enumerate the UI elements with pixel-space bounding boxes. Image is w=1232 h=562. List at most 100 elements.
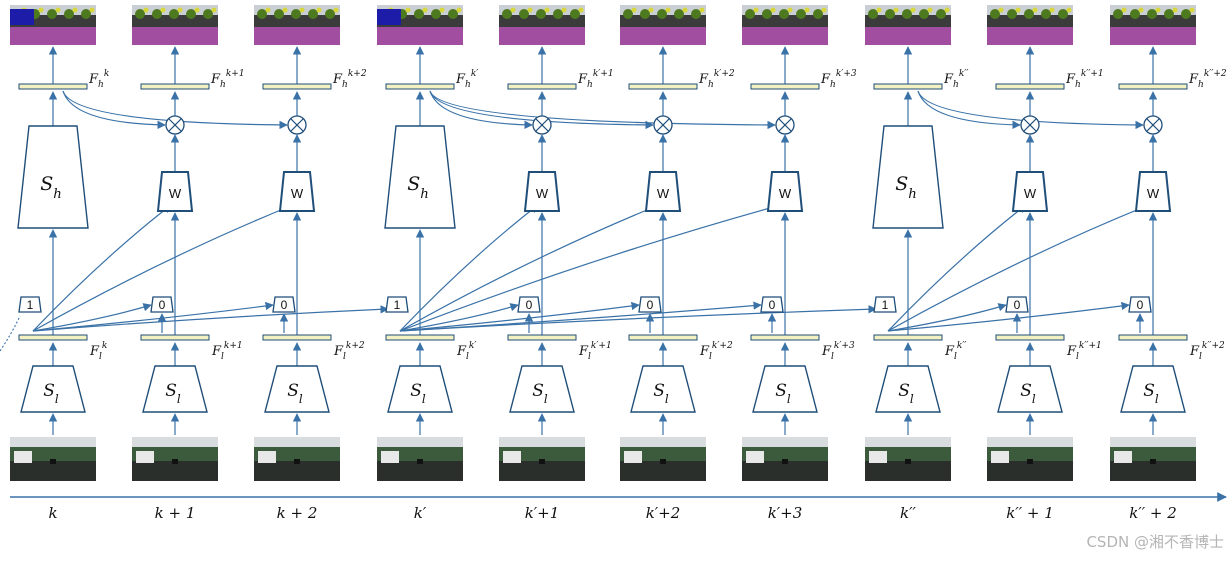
seg-sign <box>893 7 899 13</box>
keyframe-propagation-arrow <box>399 305 877 332</box>
keyframe-flag-box <box>873 296 897 313</box>
seg-tree <box>308 9 318 19</box>
high-net-label: Sh <box>40 173 62 202</box>
cam-car <box>905 459 911 464</box>
keyframe-flag-box <box>517 296 541 313</box>
segmentation-output-9 <box>1110 5 1196 45</box>
low-net-box <box>875 365 941 413</box>
time-label: k′′ <box>900 504 916 522</box>
low-net-label: Sl <box>775 381 791 406</box>
keyframe-flag-label: 0 <box>526 298 533 312</box>
seg-sign <box>876 7 882 13</box>
camera-frame-8 <box>987 437 1073 481</box>
seg-sign <box>405 7 411 13</box>
seg-road <box>132 27 218 45</box>
seg-sign <box>1121 7 1127 13</box>
seg-tree <box>796 9 806 19</box>
high-feature-bar <box>1118 83 1188 90</box>
seg-sign <box>527 7 533 13</box>
cam-road <box>254 461 340 481</box>
seg-sign <box>631 7 637 13</box>
low-net-label: Sl <box>898 381 914 406</box>
seg-tree <box>674 9 684 19</box>
camera-frame-4 <box>499 437 585 481</box>
seg-building <box>1110 15 1196 27</box>
seg-sign <box>38 7 44 13</box>
cam-vehicle <box>503 451 521 463</box>
seg-sign <box>1172 7 1178 13</box>
seg-tree <box>657 9 667 19</box>
low-net-box <box>1120 365 1186 413</box>
low-feature-bar <box>18 334 88 341</box>
weight-net-label: W <box>536 186 549 201</box>
low-net-label: Sl <box>43 381 59 406</box>
high-net-box <box>872 125 944 229</box>
segmentation-output-3 <box>377 5 463 45</box>
combine-cross <box>656 118 670 132</box>
low-net-label: Sl <box>165 381 181 406</box>
cam-road <box>132 461 218 481</box>
seg-sign <box>1066 7 1072 13</box>
weight-net-label: W <box>1147 186 1160 201</box>
high-feature-propagation <box>429 90 776 130</box>
low-feature-label: Flk′′+2 <box>1189 341 1225 362</box>
low-feature-bar <box>995 334 1065 341</box>
time-label: k + 1 <box>155 504 196 522</box>
camera-frame-6 <box>742 437 828 481</box>
low-net-box <box>752 365 818 413</box>
camera-frame-1 <box>132 437 218 481</box>
seg-tree <box>936 9 946 19</box>
camera-frame-3 <box>377 437 463 481</box>
seg-road <box>865 27 951 45</box>
watermark: CSDN @湘不香博士 <box>1086 533 1224 551</box>
seg-sign <box>648 7 654 13</box>
seg-sign <box>544 7 550 13</box>
seg-sign <box>510 7 516 13</box>
low-feature-bar <box>873 334 943 341</box>
low-net-label: Sl <box>532 381 548 406</box>
low-feature-to-weight <box>32 204 172 332</box>
low-feature-label: Flk′+3 <box>821 341 855 362</box>
seg-sign <box>211 7 217 13</box>
combine-cross <box>1023 118 1037 132</box>
seg-sign <box>456 7 462 13</box>
high-feature-label: Fhk′+3 <box>820 69 857 90</box>
low-feature-bar <box>507 334 577 341</box>
time-label: k′′ + 1 <box>1006 504 1054 522</box>
seg-tree <box>813 9 823 19</box>
keyframe-flag-box <box>638 296 662 313</box>
low-feature-bar <box>1118 334 1188 341</box>
seg-road <box>499 27 585 45</box>
seg-sign <box>821 7 827 13</box>
seg-tree <box>868 9 878 19</box>
high-feature-propagation <box>429 90 533 130</box>
seg-tree <box>64 9 74 19</box>
low-net-box <box>264 365 330 413</box>
seg-tree <box>203 9 213 19</box>
seg-tree <box>1113 9 1123 19</box>
high-feature-label: Fhk′′ <box>943 69 968 90</box>
low-net-box <box>630 365 696 413</box>
weight-net-box <box>766 171 804 212</box>
high-feature-bar <box>507 83 577 90</box>
seg-tree <box>448 9 458 19</box>
seg-sign <box>1015 7 1021 13</box>
cam-vehicle <box>746 451 764 463</box>
weight-net-box <box>156 171 194 212</box>
seg-building <box>499 15 585 27</box>
seg-building <box>620 15 706 27</box>
combine-cross <box>535 118 549 132</box>
weight-net-box <box>644 171 682 212</box>
seg-tree <box>623 9 633 19</box>
high-feature-label: Fhk′+1 <box>577 69 614 90</box>
segmentation-output-5 <box>620 5 706 45</box>
cam-car <box>782 459 788 464</box>
seg-tree <box>1164 9 1174 19</box>
low-feature-label: Flk <box>89 341 107 362</box>
low-net-label: Sl <box>653 381 669 406</box>
seg-sign <box>143 7 149 13</box>
high-feature-bar <box>262 83 332 90</box>
low-net-label: Sl <box>1020 381 1036 406</box>
seg-tree <box>325 9 335 19</box>
seg-sign <box>804 7 810 13</box>
